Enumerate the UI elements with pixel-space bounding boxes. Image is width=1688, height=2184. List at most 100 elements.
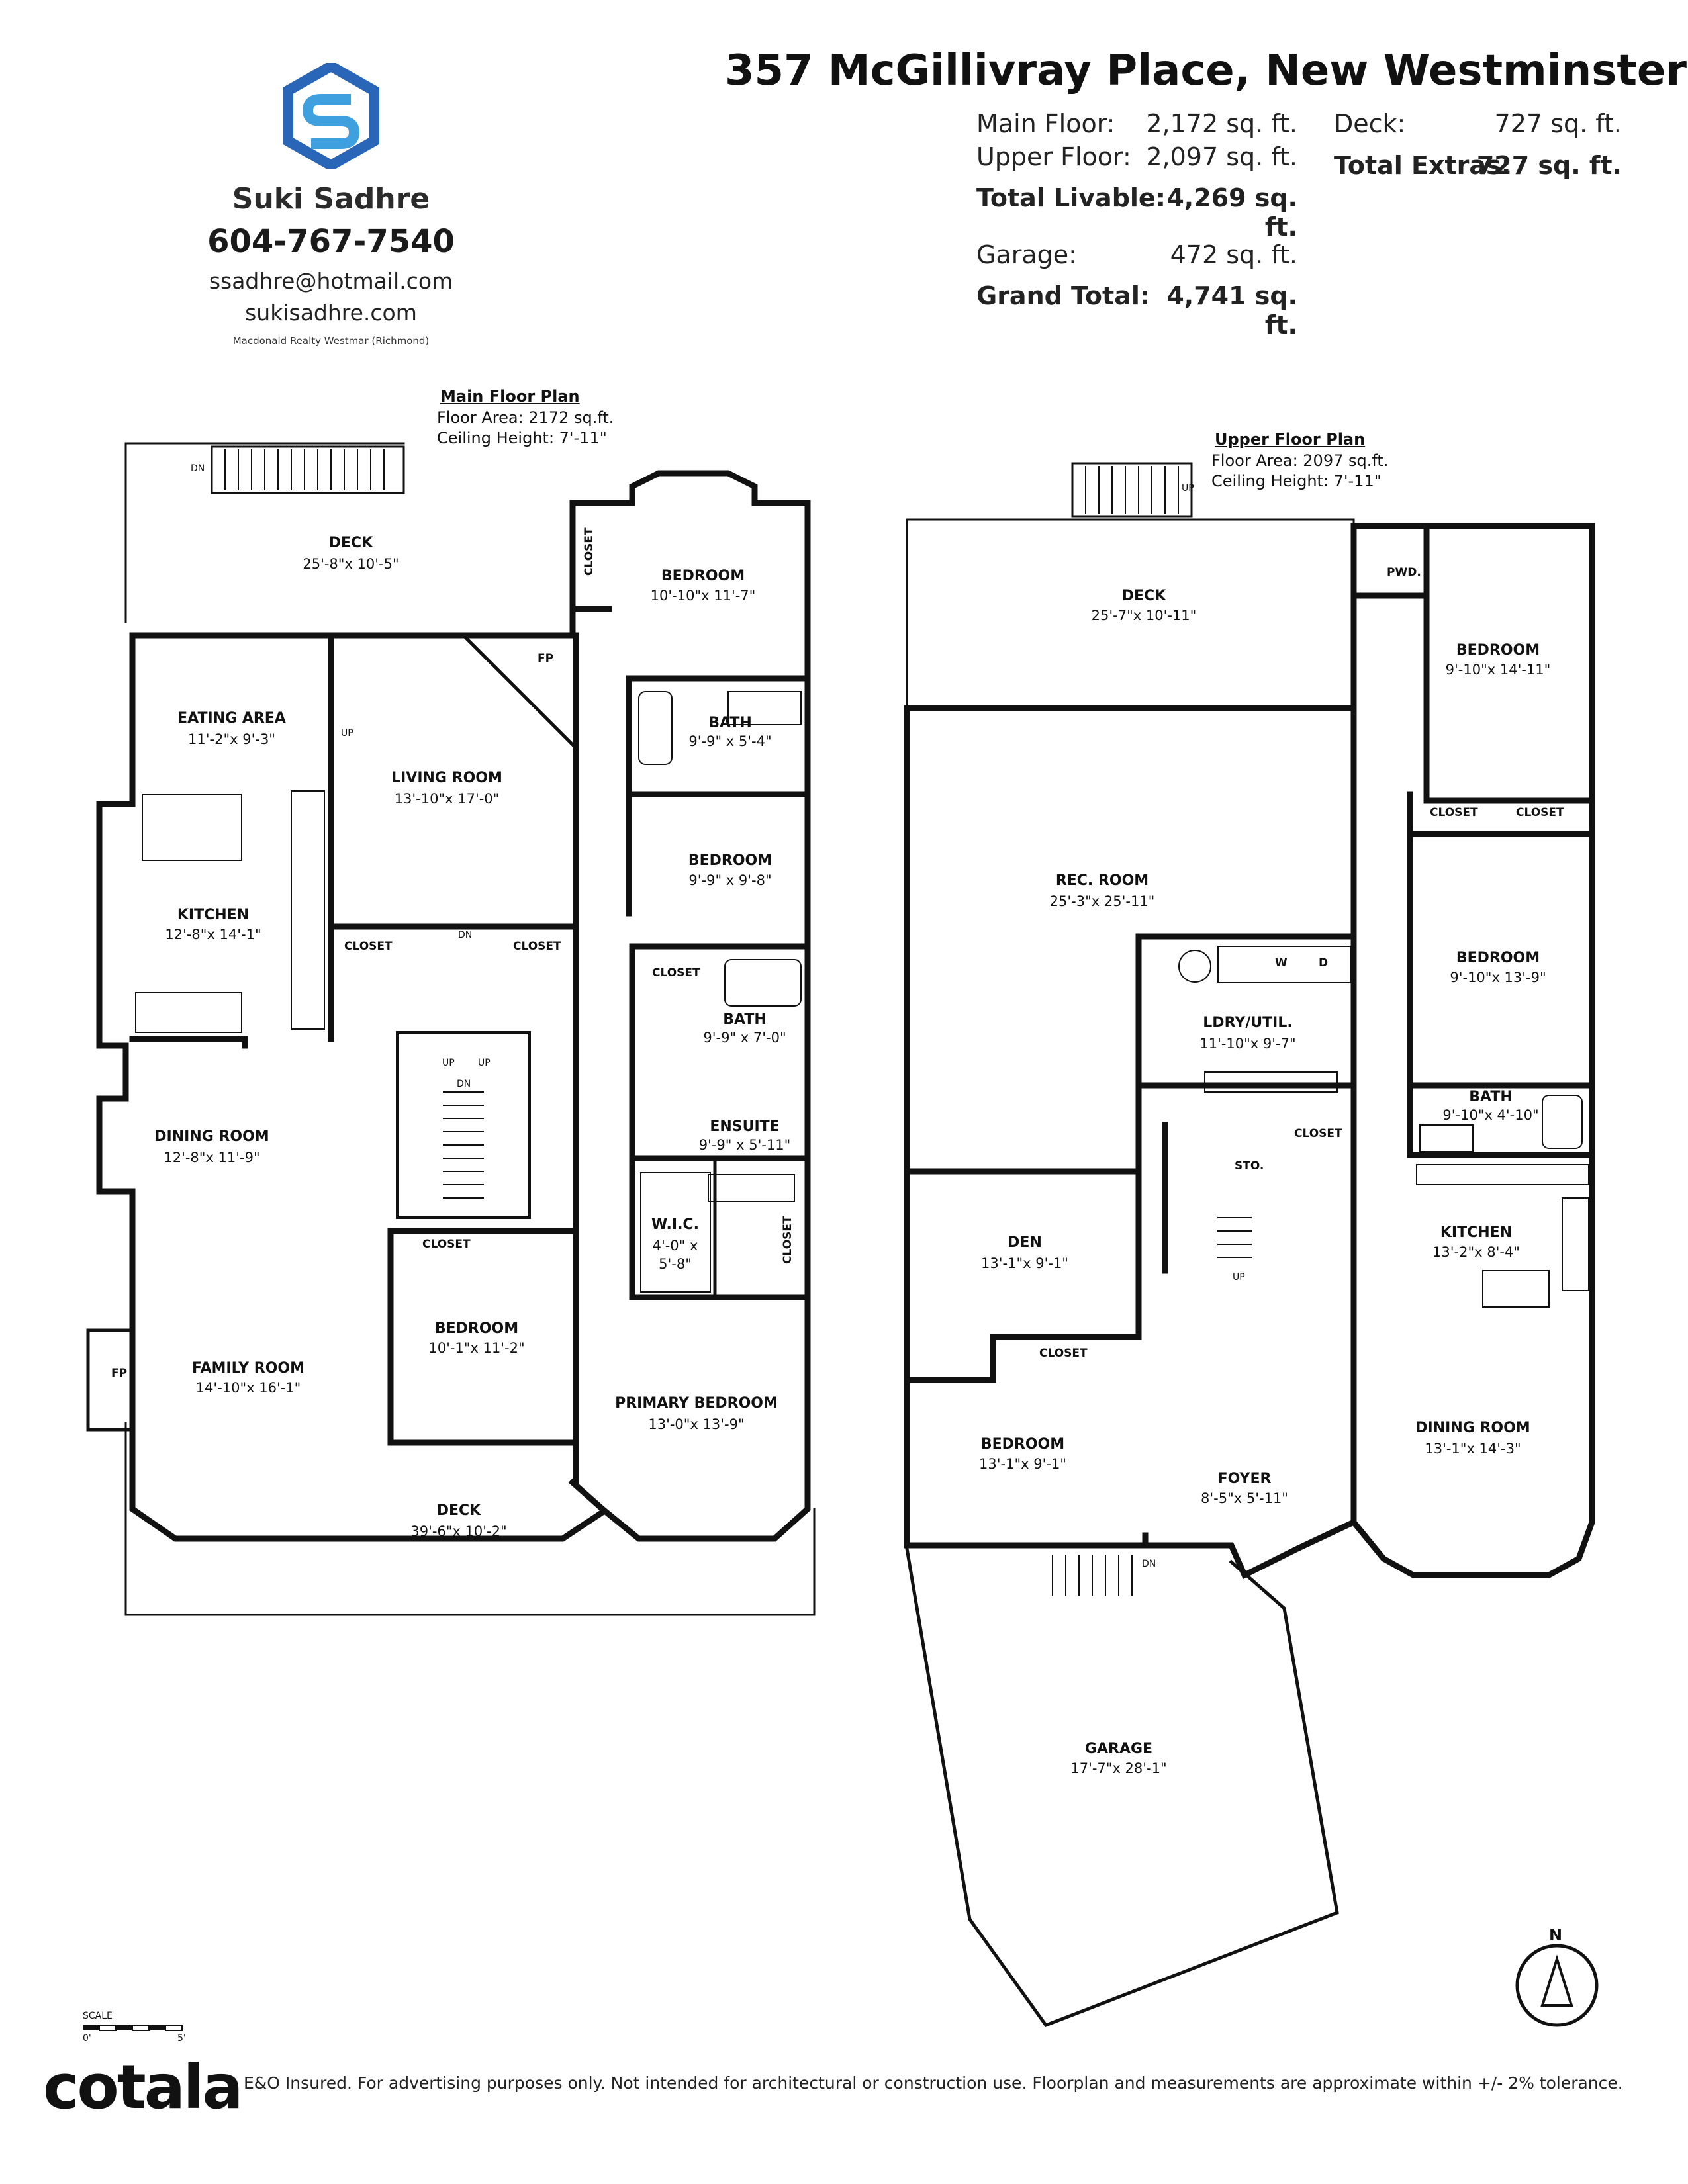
total-livable-label: Total Livable:: [976, 183, 1166, 212]
upper-up-deck: UP: [1182, 483, 1194, 494]
main-living-name: LIVING ROOM: [391, 770, 502, 786]
upper-bedroom2-name: BEDROOM: [1456, 950, 1540, 966]
main-wic-name: W.I.C.: [651, 1216, 699, 1233]
main-bedroom3-dim: 10'-1"x 11'-2": [428, 1340, 525, 1356]
main-up-stair-right: UP: [478, 1058, 491, 1068]
main-closet-primary: CLOSET: [781, 1216, 794, 1264]
grand-total-value: 4,741 sq. ft.: [1166, 281, 1297, 340]
upper-sto-name: STO.: [1235, 1160, 1264, 1173]
main-dn-deck: DN: [191, 463, 205, 474]
upper-garage-dim: 17'-7"x 28'-1": [1070, 1760, 1167, 1776]
compass-rose: [1515, 1944, 1599, 2027]
main-deck-top-name: DECK: [328, 535, 373, 551]
main-wic-dim1: 4'-0" x: [652, 1238, 698, 1253]
main-closet-bath: CLOSET: [652, 966, 700, 979]
main-bedroom2-dim: 9'-9" x 9'-8": [688, 872, 772, 888]
upper-deck-name: DECK: [1121, 588, 1166, 604]
disclaimer-text: E&O Insured. For advertising purposes on…: [244, 2073, 1623, 2093]
main-primary-name: PRIMARY BEDROOM: [615, 1395, 778, 1412]
main-closet-kitchen: CLOSET: [344, 940, 393, 953]
upper-foyer-name: FOYER: [1217, 1471, 1272, 1487]
upper-dining-name: DINING ROOM: [1415, 1420, 1530, 1436]
main-ensuite-name: ENSUITE: [710, 1118, 780, 1135]
upper-floor-walls: [904, 462, 1595, 2028]
agent-phone[interactable]: 604-767-7540: [207, 223, 455, 260]
main-bath2-dim: 9'-9" x 7'-0": [703, 1030, 786, 1046]
agent-website[interactable]: sukisadhre.com: [245, 300, 417, 326]
main-up-eating: UP: [341, 728, 353, 739]
main-fireplace-living: FP: [538, 652, 554, 665]
main-bedroom1-dim: 10'-10"x 11'-7": [650, 588, 756, 604]
property-address: 357 McGillivray Place, New Westminster: [725, 46, 1687, 95]
main-closet-bedroom3: CLOSET: [422, 1238, 471, 1251]
main-deck-bottom-name: DECK: [436, 1502, 481, 1519]
agent-brokerage: Macdonald Realty Westmar (Richmond): [232, 335, 430, 347]
main-plan-floor-area: Floor Area: 2172 sq.ft.: [437, 408, 614, 427]
upper-dryer: D: [1319, 956, 1329, 970]
main-bedroom1-name: BEDROOM: [661, 568, 745, 584]
main-bath1-dim: 9'-9" x 5'-4": [688, 733, 772, 749]
upper-plan-title: Upper Floor Plan: [1215, 430, 1366, 449]
main-wic-dim2: 5'-8": [659, 1256, 692, 1272]
deck-label: Deck:: [1334, 109, 1406, 138]
upper-plan-ceiling: Ceiling Height: 7'-11": [1211, 472, 1382, 490]
main-deck-bottom-dim: 39'-6"x 10'-2": [410, 1524, 507, 1539]
main-dining-name: DINING ROOM: [154, 1128, 269, 1145]
agent-logo: [283, 63, 379, 169]
upper-closet-left: CLOSET: [1430, 806, 1478, 819]
main-dn-living: DN: [458, 930, 473, 940]
main-living-dim: 13'-10"x 17'-0": [394, 791, 500, 807]
upper-closet-bedroom3: CLOSET: [1039, 1347, 1088, 1360]
upper-kitchen-dim: 13'-2"x 8'-4": [1432, 1244, 1520, 1260]
main-floor-walls: [86, 442, 816, 1616]
upper-rec-name: REC. ROOM: [1055, 872, 1149, 889]
upper-bedroom1-name: BEDROOM: [1456, 642, 1540, 659]
main-kitchen-name: KITCHEN: [177, 907, 250, 923]
garage-value: 472 sq. ft.: [1170, 240, 1297, 269]
agent-email[interactable]: ssadhre@hotmail.com: [209, 268, 453, 294]
upper-rec-dim: 25'-3"x 25'-11": [1049, 893, 1155, 909]
upper-floor-value: 2,097 sq. ft.: [1146, 142, 1297, 171]
upper-laundry-name: LDRY/UTIL.: [1203, 1015, 1293, 1031]
upper-laundry-dim: 11'-10"x 9'-7": [1199, 1036, 1296, 1052]
main-bedroom2-name: BEDROOM: [688, 852, 773, 869]
upper-foyer-dim: 8'-5"x 5'-11": [1201, 1490, 1288, 1506]
upper-up-stair: UP: [1233, 1272, 1245, 1283]
total-extras-value: 727 sq. ft.: [1476, 151, 1622, 180]
upper-bedroom1-dim: 9'-10"x 14'-11": [1445, 662, 1551, 678]
upper-plan-floor-area: Floor Area: 2097 sq.ft.: [1211, 451, 1389, 470]
upper-den-dim: 13'-1"x 9'-1": [981, 1255, 1068, 1271]
main-floor-details: [135, 449, 809, 1540]
main-plan-ceiling: Ceiling Height: 7'-11": [437, 429, 607, 447]
main-dining-dim: 12'-8"x 11'-9": [164, 1150, 260, 1165]
upper-deck-dim: 25'-7"x 10'-11": [1091, 608, 1197, 623]
upper-den-name: DEN: [1008, 1234, 1042, 1251]
main-kitchen-dim: 12'-8"x 14'-1": [165, 927, 261, 942]
upper-bedroom2-dim: 9'-10"x 13'-9": [1450, 970, 1546, 985]
main-family-dim: 14'-10"x 16'-1": [195, 1380, 301, 1396]
grand-total-label: Grand Total:: [976, 281, 1150, 310]
main-plan-title: Main Floor Plan: [440, 387, 580, 406]
upper-floor-label: Upper Floor:: [976, 142, 1131, 171]
scale-label: SCALE: [83, 2011, 113, 2021]
upper-bedroom3-dim: 13'-1"x 9'-1": [979, 1456, 1066, 1472]
upper-dining-dim: 13'-1"x 14'-3": [1425, 1441, 1521, 1457]
main-bedroom3-name: BEDROOM: [434, 1320, 519, 1337]
main-fireplace-family: FP: [111, 1367, 128, 1380]
brand-logo: cotala: [43, 2052, 243, 2122]
upper-floor-details: [1052, 466, 1589, 1596]
upper-washer: W: [1275, 956, 1288, 970]
upper-garage-name: GARAGE: [1084, 1741, 1153, 1757]
deck-value: 727 sq. ft.: [1494, 109, 1622, 138]
upper-closet-laundry: CLOSET: [1294, 1127, 1342, 1140]
scale-bar: [83, 2025, 183, 2031]
main-family-name: FAMILY ROOM: [191, 1360, 305, 1377]
main-eating-dim: 11'-2"x 9'-3": [188, 731, 275, 747]
upper-closet-right: CLOSET: [1516, 806, 1564, 819]
garage-label: Garage:: [976, 240, 1077, 269]
upper-dn-garage: DN: [1142, 1559, 1156, 1569]
main-closet-bedroom1: CLOSET: [583, 527, 596, 576]
upper-pwd-name: PWD.: [1387, 566, 1421, 579]
scale-end: 5': [177, 2033, 186, 2044]
